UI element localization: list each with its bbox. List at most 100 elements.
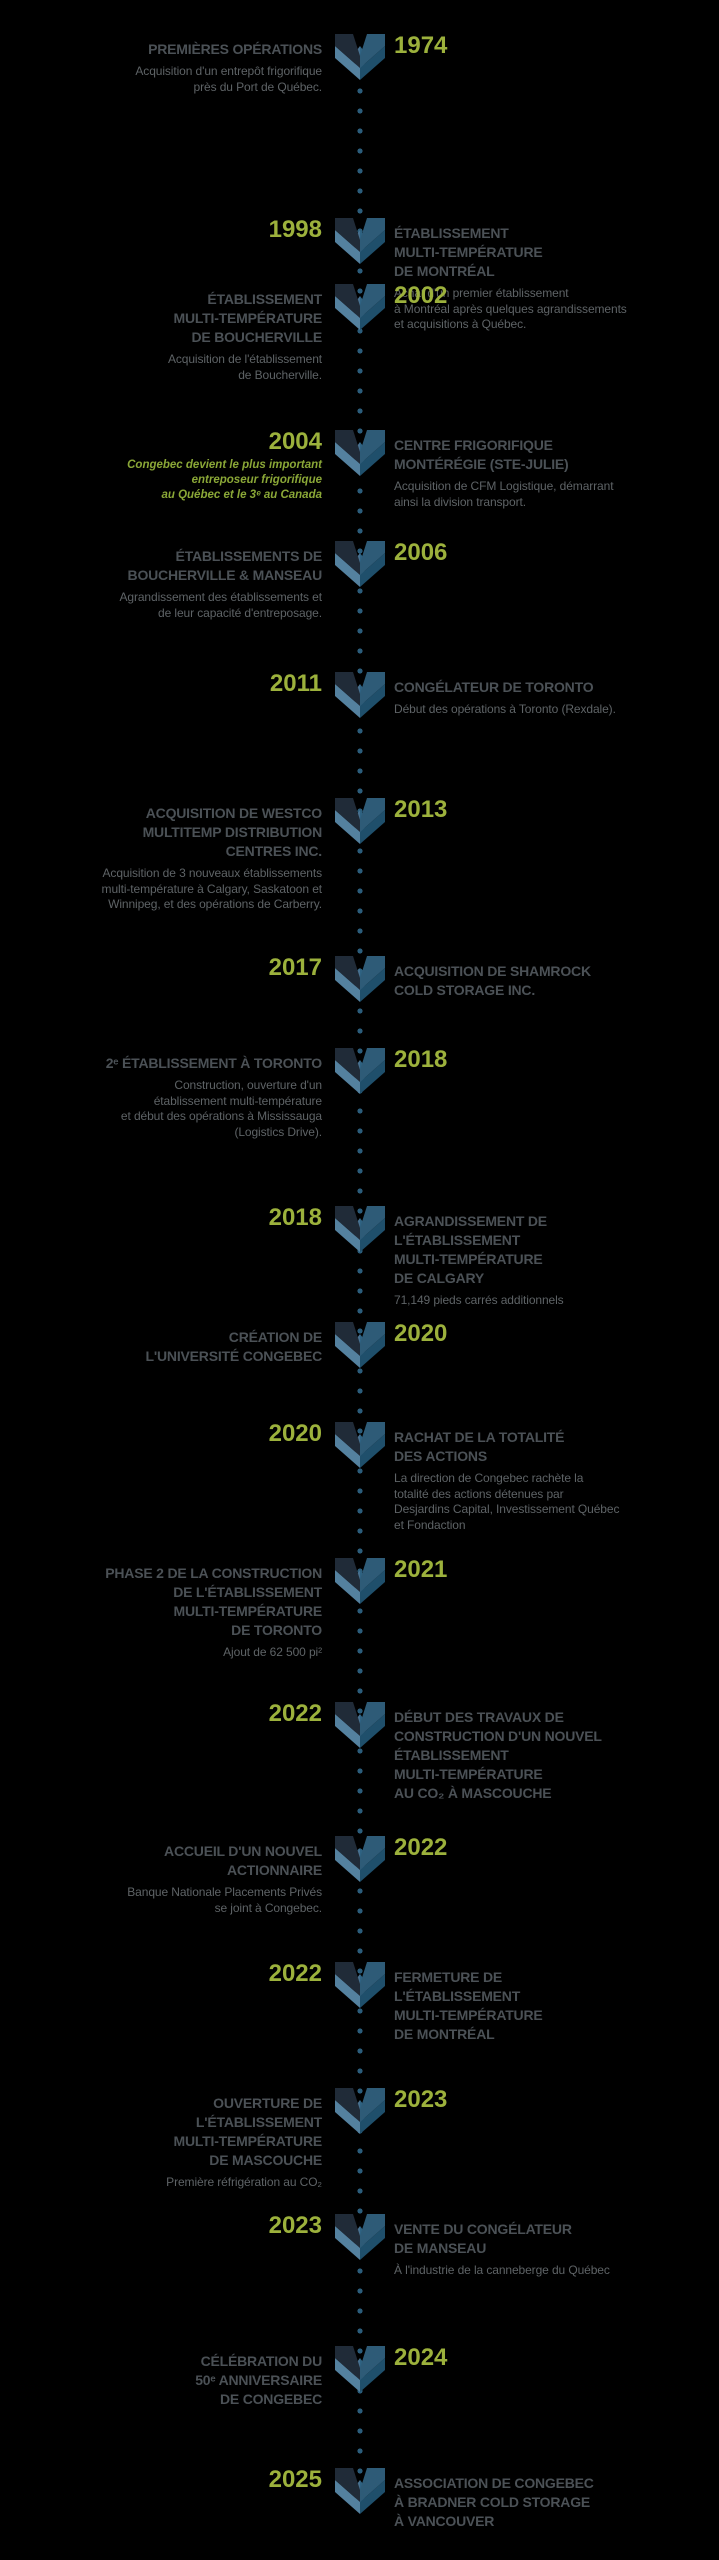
year-label: 2023 [394,2086,448,2113]
year-label: 2022 [394,1834,448,1861]
milestone-title: VENTE DU CONGÉLATEUR DE MANSEAU [394,2221,572,2256]
chevron-down-icon [335,1206,385,1252]
milestone-text-block: OUVERTURE DE L'ÉTABLISSEMENT MULTI-TEMPÉ… [30,2094,322,2191]
milestone-text-block: FERMETURE DE L'ÉTABLISSEMENT MULTI-TEMPÉ… [394,1968,701,2044]
chevron-down-icon [335,1836,385,1882]
milestone-description: Acquisition d'un entrepôt frigorifique p… [135,64,322,94]
timeline-marker [335,1322,385,1368]
year-label: 2018 [394,1046,448,1073]
chevron-down-icon [335,956,385,1002]
milestone-description: Acquisition de l'établissement de Bouche… [167,352,322,382]
milestone-title: PREMIÈRES OPÉRATIONS [148,41,322,57]
milestone-text-block: ACQUISITION DE WESTCO MULTITEMP DISTRIBU… [30,804,323,913]
timeline-marker [335,2088,385,2134]
year-label: 2020 [268,1420,322,1447]
milestone-text-block: ÉTABLISSEMENT MULTI-TEMPÉRATURE DE BOUCH… [30,290,322,383]
milestone-title: ÉTABLISSEMENT MULTI-TEMPÉRATURE DE BOUCH… [173,291,322,345]
milestone-description: À l'industrie de la canneberge du Québec [394,2263,610,2277]
chevron-down-icon [335,1962,385,2008]
milestone-title: PHASE 2 DE LA CONSTRUCTION DE L'ÉTABLISS… [105,1565,322,1638]
chevron-down-icon [335,1322,385,1368]
milestone-title: ASSOCIATION DE CONGEBEC À BRADNER COLD S… [394,2475,594,2529]
timeline-marker [335,541,385,587]
milestone-text-block: AGRANDISSEMENT DE L'ÉTABLISSEMENT MULTI-… [394,1212,701,1309]
chevron-down-icon [335,1702,385,1748]
year-label: 2021 [394,1556,448,1583]
milestone-description: Agrandissement des établissements et de … [119,590,322,620]
year-label: 2002 [394,282,448,309]
year-label: 2022 [268,1700,322,1727]
milestone-text-block: ASSOCIATION DE CONGEBEC À BRADNER COLD S… [394,2474,701,2531]
timeline-marker [335,1558,385,1604]
milestone-text-block: DÉBUT DES TRAVAUX DE CONSTRUCTION D'UN N… [394,1708,701,1803]
timeline-marker [335,956,385,1002]
milestone-description: Banque Nationale Placements Privés se jo… [127,1885,322,1915]
milestone-text-block: ÉTABLISSEMENT MULTI-TEMPÉRATURE DE MONTR… [394,224,701,333]
chevron-down-icon [335,2088,385,2134]
chevron-down-icon [335,541,385,587]
year-label: 2017 [268,954,322,981]
year-label: 2004 [268,428,322,455]
timeline-marker [335,1206,385,1252]
timeline-marker [335,284,385,330]
year-label: 1974 [394,32,448,59]
milestone-description: Construction, ouverture d'un établisseme… [120,1078,322,1139]
milestone-title: CONGÉLATEUR DE TORONTO [394,679,594,695]
milestone-text-block: CENTRE FRIGORIFIQUE MONTÉRÉGIE (Ste-Juli… [394,436,701,510]
milestone-title: ÉTABLISSEMENTS DE BOUCHERVILLE & MANSEAU [127,548,323,583]
chevron-down-icon [335,1048,385,1094]
milestone-text-block: ACCUEIL D'UN NOUVEL ACTIONNAIRE Banque Na… [30,1842,322,1916]
milestone-text-block: PHASE 2 DE LA CONSTRUCTION DE L'ÉTABLISS… [30,1564,322,1661]
year-label: 2024 [394,2344,448,2371]
timeline-marker [335,2214,385,2260]
chevron-down-icon [335,2346,385,2392]
milestone-title: ACCUEIL D'UN NOUVEL ACTIONNAIRE [164,1843,322,1878]
timeline-marker [335,2346,385,2392]
year-label: 2022 [268,1960,322,1987]
milestone-title: ACQUISITION DE WESTCO MULTITEMP DISTRIBU… [142,805,323,859]
milestone-title: DÉBUT DES TRAVAUX DE CONSTRUCTION D'UN N… [394,1709,602,1801]
milestone-title: 2ᵉ ÉTABLISSEMENT À TORONTO [105,1055,323,1071]
milestone-text-block: 2ᵉ ÉTABLISSEMENT À TORONTO Construction, … [30,1054,323,1140]
milestone-text-block: PREMIÈRES OPÉRATIONS Acquisition d'un ent… [30,40,322,95]
milestone-description: Première réfrigération au CO₂ [166,2175,322,2189]
milestone-title: ÉTABLISSEMENT MULTI-TEMPÉRATURE DE MONTR… [394,225,543,279]
year-label: 2013 [394,796,448,823]
milestone-title: ACQUISITION DE SHAMROCK COLD STORAGE INC… [394,963,591,998]
milestone-text-block: CÉLÉBRATION DU 50ᵉ ANNIVERSAIRE DE CONGE… [30,2352,322,2409]
milestone-title: AGRANDISSEMENT DE L'ÉTABLISSEMENT MULTI-… [394,1213,547,1286]
timeline-marker [335,1422,385,1468]
timeline-marker [335,1836,385,1882]
milestone-text-block: VENTE DU CONGÉLATEUR DE MANSEAU À l'indus… [394,2220,701,2279]
milestone-description: Acquisition de CFM Logistique, démarrant… [394,479,614,509]
chevron-down-icon [335,672,385,718]
milestone-title: FERMETURE DE L'ÉTABLISSEMENT MULTI-TEMPÉ… [394,1969,543,2042]
milestone-description: La direction de Congebec rachète la tota… [394,1471,620,1532]
chevron-down-icon [335,2214,385,2260]
chevron-down-icon [335,284,385,330]
milestone-description: Acquisition de 3 nouveaux établissements… [101,866,323,911]
year-label: 2020 [394,1320,448,1347]
chevron-down-icon [335,1422,385,1468]
timeline-marker [335,2468,385,2514]
timeline-marker [335,672,385,718]
chevron-down-icon [335,430,385,476]
year-label: 2023 [268,2212,322,2239]
year-label: 2006 [394,539,448,566]
chevron-down-icon [335,2468,385,2514]
milestone-description: Ajout de 62 500 pi² [223,1645,322,1659]
timeline-marker [335,218,385,264]
timeline-dotted-line [357,88,363,2478]
year-label: 2025 [268,2466,322,2493]
year-label: 2018 [268,1204,322,1231]
milestone-text-block: CRÉATION DE L'UNIVERSITÉ CONGEBEC [30,1328,323,1366]
milestone-description: Achat d'un premier établissement à Montr… [394,286,627,331]
timeline-marker [335,1962,385,2008]
milestone-text-block: ÉTABLISSEMENTS DE BOUCHERVILLE & MANSEAU… [30,547,322,621]
year-label: 1998 [268,216,322,243]
timeline-marker [335,798,385,844]
timeline-marker [335,1702,385,1748]
